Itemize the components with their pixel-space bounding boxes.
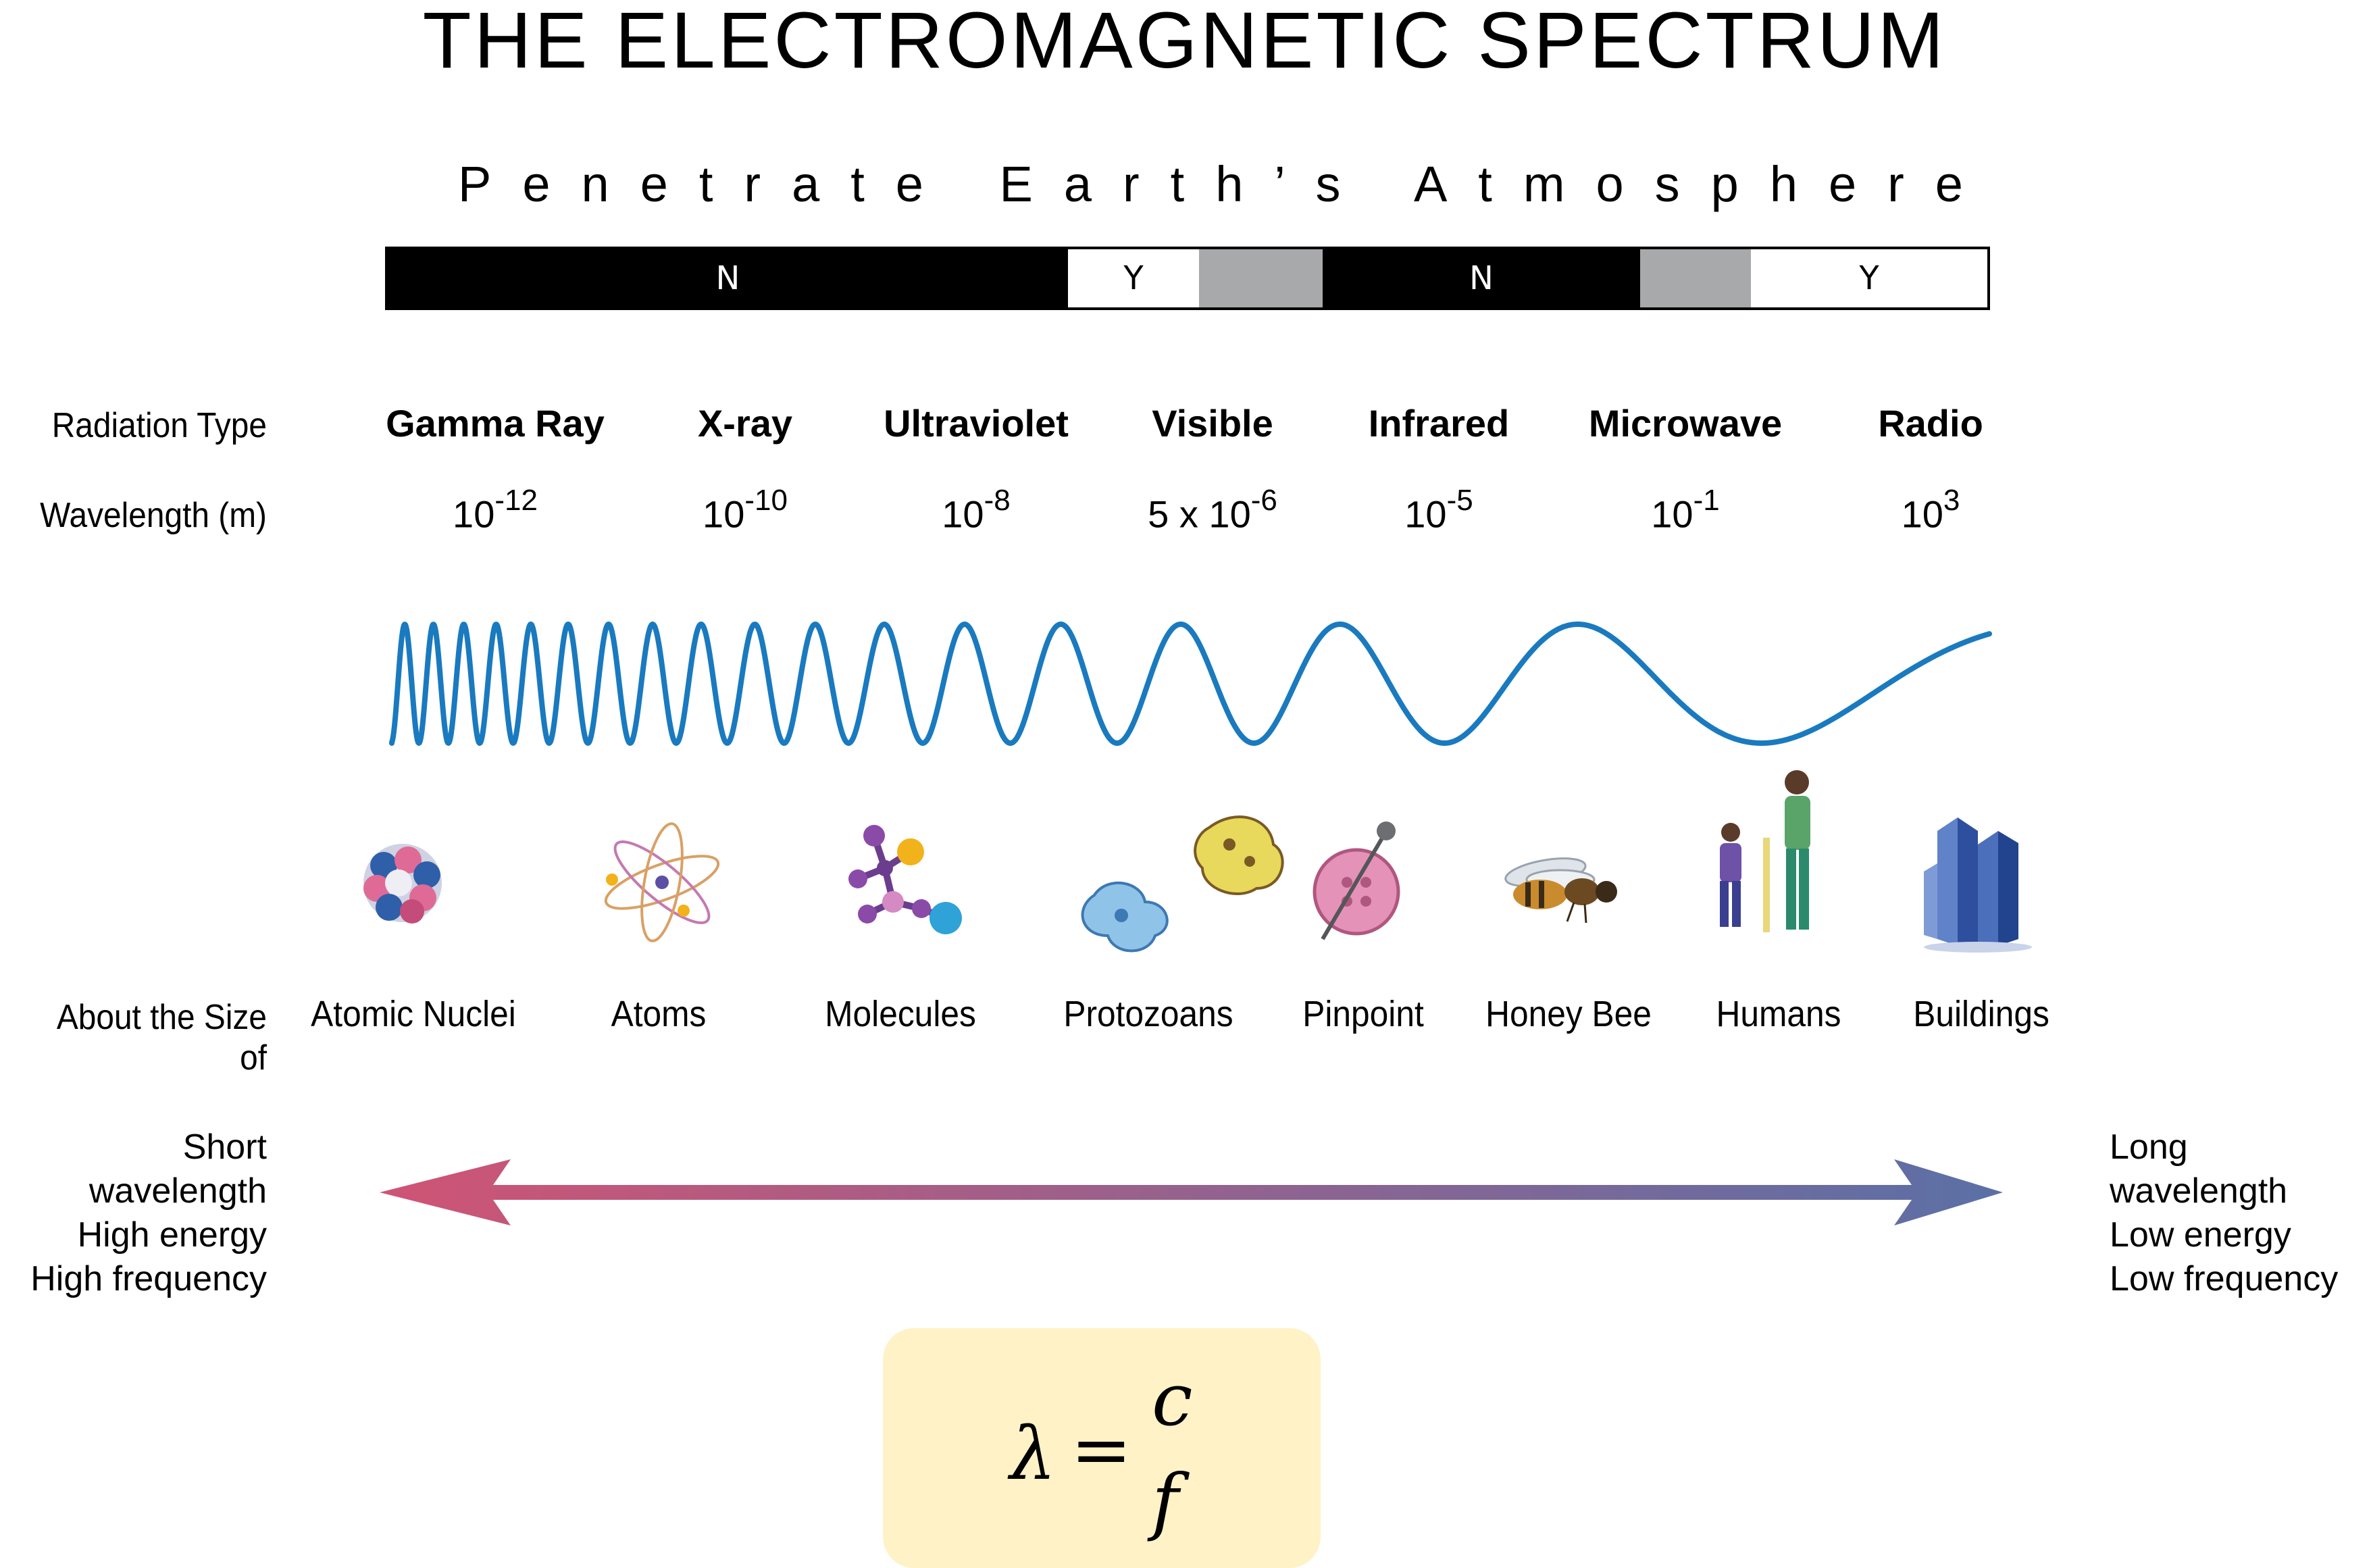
radiation-type-visible: Visible xyxy=(1152,402,1273,445)
right-label-frequency: Low frequency xyxy=(2110,1259,2339,1298)
row-label-size: About the Size of xyxy=(56,998,267,1078)
atmosphere-subtitle: Penetrate Earth’s Atmosphere xyxy=(458,156,1994,212)
honey-bee-icon xyxy=(1504,857,1617,924)
atmo-segment-yes: Y xyxy=(1751,249,1987,307)
short-wavelength-labels: Short wavelength High energy High freque… xyxy=(0,1126,267,1301)
formula-denominator: f xyxy=(1152,1459,1179,1544)
left-label-energy: High energy xyxy=(77,1215,267,1255)
humans-icon xyxy=(1720,770,1810,932)
size-label-pinpoint: Pinpoint xyxy=(1302,994,1424,1034)
atom-icon xyxy=(604,822,720,942)
size-label-atomic-nuclei: Atomic Nuclei xyxy=(311,994,516,1034)
radiation-type-ultraviolet: Ultraviolet xyxy=(884,402,1069,445)
energy-arrow xyxy=(380,1159,2003,1225)
atomic-nucleus-icon xyxy=(363,844,442,924)
radiation-type-microwave: Microwave xyxy=(1588,402,1783,445)
atmo-segment-yes: Y xyxy=(1068,249,1199,307)
radiation-type-radio: Radio xyxy=(1878,402,1983,445)
formula-numerator: c xyxy=(1152,1358,1193,1442)
wavelength-microwave: 10-1 xyxy=(1651,484,1720,536)
size-label-humans: Humans xyxy=(1716,994,1841,1034)
wavelength-ultraviolet: 10-8 xyxy=(942,484,1011,536)
left-label-frequency: High frequency xyxy=(30,1259,267,1298)
size-label-buildings: Buildings xyxy=(1913,994,2049,1034)
wavelength-xray: 10-10 xyxy=(703,484,788,536)
atmosphere-bar: N Y N Y xyxy=(385,247,1990,310)
wavelength-gamma: 10-12 xyxy=(453,484,538,536)
left-label-wavelength: Short wavelength xyxy=(88,1128,267,1211)
atmo-segment-partial xyxy=(1640,249,1751,307)
atmo-segment-partial xyxy=(1199,249,1323,307)
diagram-title: THE ELECTROMAGNETIC SPECTRUM xyxy=(422,0,1947,85)
wavelength-infrared: 10-5 xyxy=(1404,484,1473,536)
protozoan-icon xyxy=(1081,815,1284,953)
formula-box xyxy=(883,1328,1321,1568)
long-wavelength-labels: Long wavelength Low energy Low frequency xyxy=(2110,1126,2369,1301)
molecule-icon xyxy=(848,825,962,934)
wavelength-radio: 103 xyxy=(1901,484,1960,536)
right-label-energy: Low energy xyxy=(2110,1215,2291,1255)
size-label-molecules: Molecules xyxy=(825,994,976,1034)
wavelength-wave xyxy=(389,622,1992,746)
row-label-radiation-type: Radiation Type xyxy=(51,406,267,445)
radiation-type-infrared: Infrared xyxy=(1368,402,1510,445)
row-label-wavelength: Wavelength (m) xyxy=(40,496,267,535)
radiation-type-gamma: Gamma Ray xyxy=(386,402,605,445)
pinpoint-icon xyxy=(1313,821,1400,940)
formula-lambda: λ xyxy=(1010,1412,1056,1496)
right-label-wavelength: Long wavelength xyxy=(2110,1128,2288,1211)
size-label-protozoans: Protozoans xyxy=(1063,994,1233,1034)
size-label-atoms: Atoms xyxy=(611,994,707,1034)
atmo-segment-no: N xyxy=(388,249,1068,307)
wavelength-visible: 5 x 10-6 xyxy=(1148,484,1277,536)
atmo-segment-no: N xyxy=(1323,249,1640,307)
formula-equals: = xyxy=(1071,1408,1132,1492)
buildings-icon xyxy=(1924,817,2032,953)
size-label-honey-bee: Honey Bee xyxy=(1485,994,1652,1034)
radiation-type-xray: X-ray xyxy=(697,402,793,445)
